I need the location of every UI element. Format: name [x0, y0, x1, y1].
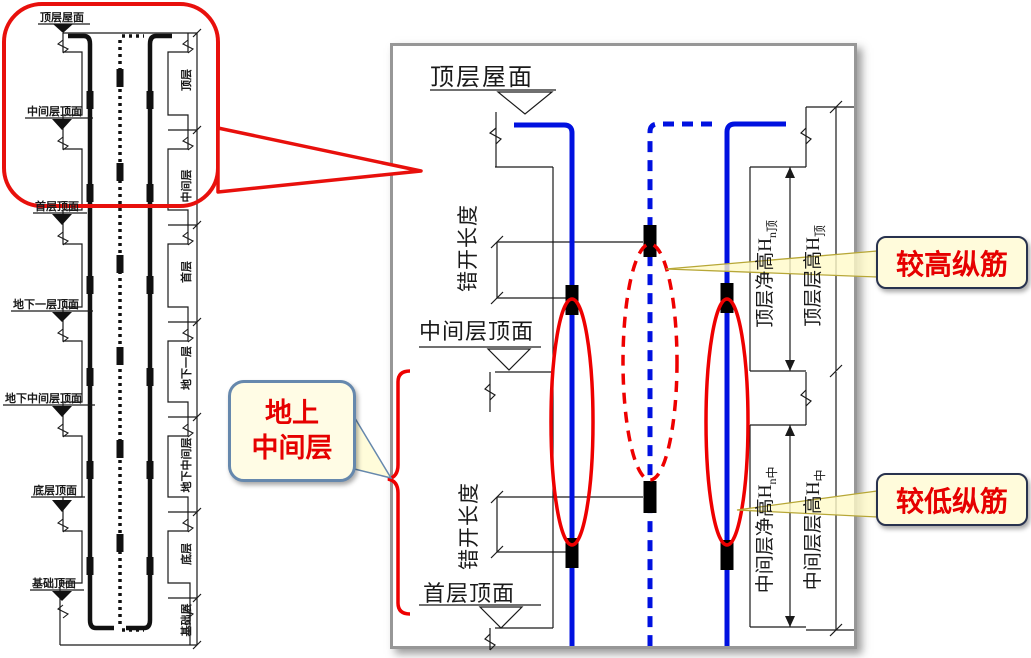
floor-label-foundation: 基础层 [181, 603, 193, 637]
highlight-ellipse-right [704, 297, 750, 547]
stagger-length-top-label: 错开长度 [456, 204, 480, 292]
dim-mid-net-height-label: 中间层净高Hn中 [750, 415, 780, 645]
level-label-bmid-top: 地下中间层顶面 [5, 393, 82, 405]
level-label-mid-top: 中间层顶面 [27, 106, 82, 118]
level-label-bottom-top: 底层顶面 [33, 485, 77, 497]
lower-bar-callout: 较低纵筋 [876, 473, 1028, 526]
floor-label-middle: 中间层 [181, 169, 193, 203]
level-label-first-top: 首层顶面 [35, 201, 79, 213]
higher-bar-callout-text: 较高纵筋 [895, 248, 1008, 280]
level-label-footing-top: 基础顶面 [32, 578, 76, 590]
level-label-b1-top: 地下一层顶面 [13, 299, 79, 311]
left-splice-blocks [86, 69, 154, 575]
above-ground-callout: 地上 中间层 [228, 380, 356, 482]
left-wall-outline [59, 32, 191, 646]
highlight-ellipse-middle-dashed [621, 242, 679, 482]
zoom-bubble [2, 2, 423, 208]
panel-mid-level-label: 中间层顶面 [419, 319, 535, 344]
panel-first-level-label: 首层顶面 [423, 581, 516, 606]
dim-top-net-height-label: 顶层净高Hn顶 [750, 159, 780, 389]
above-ground-brace [387, 369, 411, 616]
dim-sub: 中 [812, 469, 827, 482]
higher-bar-callout: 较高纵筋 [876, 236, 1028, 289]
left-rebar-left [68, 33, 114, 631]
panel-rebar-right [724, 121, 786, 646]
left-rebar-right [126, 33, 172, 631]
left-rebar-dotted [118, 34, 144, 632]
dim-sub: 顶 [812, 225, 827, 238]
floor-label-top: 顶层 [181, 69, 193, 91]
left-floor-bracket [168, 28, 202, 650]
panel-rebar-left [514, 122, 575, 646]
panel-rebar-middle-dashed [647, 121, 712, 646]
dim-sub: n中 [764, 466, 779, 485]
dim-text: 顶层净高H [755, 238, 777, 328]
level-label-roof: 顶层屋面 [40, 12, 84, 24]
dim-text: 中间层净高H [755, 484, 777, 594]
left-break-marks [56, 39, 195, 619]
left-level-markers [3, 23, 95, 601]
highlight-ellipse-left [549, 297, 595, 547]
dim-sub: n顶 [764, 220, 779, 239]
dim-mid-story-height-label: 中间层层高H中 [798, 415, 828, 645]
floor-label-first: 首层 [181, 261, 193, 283]
panel-level-markers [419, 89, 556, 651]
dim-text: 顶层层高H [803, 237, 825, 327]
zoom-bubble-pointer [216, 126, 423, 194]
callout-tails [333, 250, 878, 518]
floor-label-basement-mid: 地下中间层 [181, 437, 193, 493]
dim-text: 中间层层高H [803, 481, 825, 591]
floor-label-basement1: 地下一层 [181, 346, 193, 390]
panel-roof-level-label: 顶层屋面 [430, 65, 534, 91]
above-ground-callout-line2: 中间层 [251, 433, 333, 463]
stagger-length-bottom-label: 错开长度 [457, 482, 481, 570]
above-ground-callout-line1: 地上 [265, 397, 319, 428]
dim-top-story-height-label: 顶层层高H顶 [798, 161, 828, 391]
lower-bar-callout-text: 较低纵筋 [895, 485, 1008, 517]
